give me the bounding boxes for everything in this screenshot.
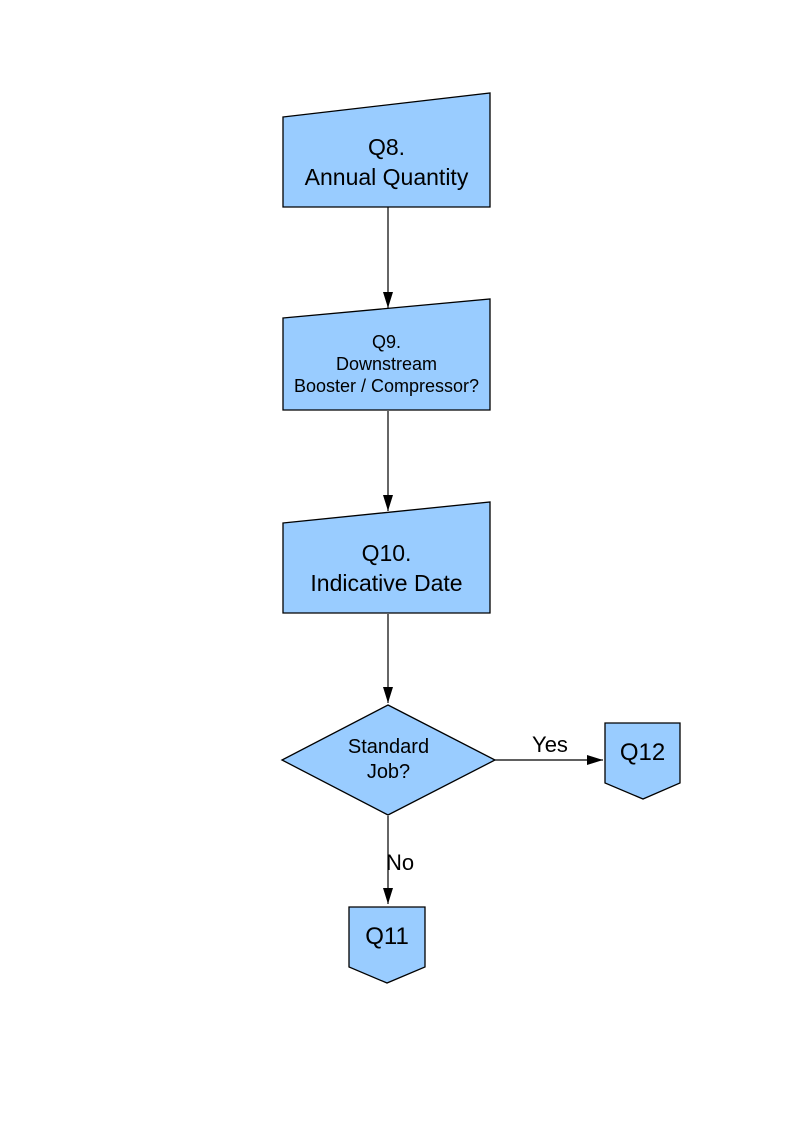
- edge-label-yes: Yes: [532, 732, 568, 757]
- decision-node-shape: [280, 704, 497, 816]
- q8-node-shape: [282, 92, 491, 208]
- q12-connector-shape: [604, 722, 681, 800]
- q11-connector-shape: [348, 906, 426, 984]
- q9-node-shape: [282, 298, 491, 411]
- q10-node-shape: [282, 501, 491, 614]
- edge-label-no: No: [385, 850, 415, 875]
